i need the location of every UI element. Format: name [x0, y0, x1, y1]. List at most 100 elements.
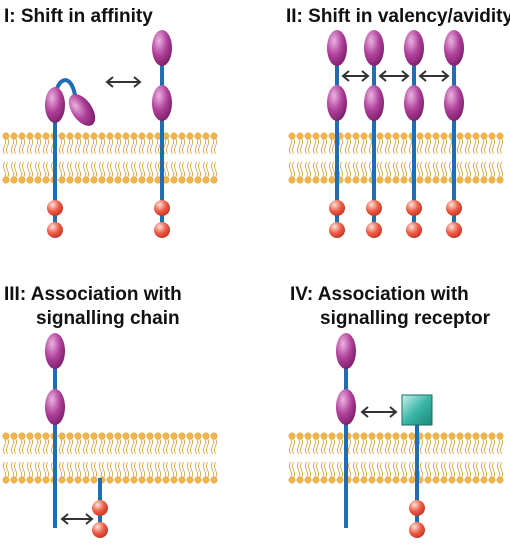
- panel-i: [45, 30, 172, 238]
- signal-bead: [154, 222, 170, 238]
- lipid-head: [312, 476, 320, 484]
- lipid-head: [432, 176, 440, 184]
- lipid-head: [464, 176, 472, 184]
- lipid-head: [296, 132, 304, 140]
- signal-bead: [92, 500, 108, 516]
- lipid-head: [456, 476, 464, 484]
- lipid-head: [456, 132, 464, 140]
- domain-ellipse: [444, 30, 464, 66]
- lipid-head: [178, 132, 186, 140]
- lipid-head: [424, 476, 432, 484]
- lipid-head: [464, 432, 472, 440]
- lipid-head: [18, 132, 26, 140]
- lipid-head: [312, 176, 320, 184]
- signal-bead: [47, 222, 63, 238]
- lipid-head: [336, 476, 344, 484]
- lipid-head: [352, 432, 360, 440]
- lipid-head: [352, 132, 360, 140]
- lipid-head: [10, 176, 18, 184]
- integrin-ii-1: [327, 30, 347, 238]
- lipid-head: [146, 432, 154, 440]
- lipid-head: [66, 176, 74, 184]
- lipid-head: [74, 132, 82, 140]
- lipid-head: [58, 176, 66, 184]
- lipid-head: [360, 476, 368, 484]
- lipid-head: [328, 176, 336, 184]
- panel-iii: [45, 333, 108, 538]
- lipid-head: [408, 476, 416, 484]
- lipid-head: [186, 432, 194, 440]
- lipid-head: [170, 132, 178, 140]
- lipid-head: [26, 176, 34, 184]
- double-arrow: [418, 70, 450, 82]
- lipid-head: [34, 432, 42, 440]
- double-arrow: [341, 70, 370, 82]
- signal-bead: [409, 500, 425, 516]
- lipid-head: [472, 476, 480, 484]
- domain-ellipse: [336, 333, 356, 369]
- domain-ellipse: [45, 87, 65, 123]
- integrin-ii-2: [364, 30, 384, 238]
- lipid-head: [384, 432, 392, 440]
- lipid-head: [448, 476, 456, 484]
- lipid-head: [146, 176, 154, 184]
- lipid-head: [328, 132, 336, 140]
- lipid-head: [130, 476, 138, 484]
- lipid-head: [210, 132, 218, 140]
- domain-ellipse: [336, 389, 356, 425]
- domain-ellipse: [327, 85, 347, 121]
- lipid-head: [360, 432, 368, 440]
- lipid-head: [288, 176, 296, 184]
- lipid-head: [90, 432, 98, 440]
- lipid-head: [178, 176, 186, 184]
- integrin-iii: [45, 333, 65, 528]
- lipid-head: [360, 176, 368, 184]
- lipid-head: [194, 432, 202, 440]
- lipid-head: [162, 476, 170, 484]
- domain-ellipse: [45, 389, 65, 425]
- lipid-head: [98, 432, 106, 440]
- lipid-head: [320, 132, 328, 140]
- lipid-head: [154, 432, 162, 440]
- panel-iv: [336, 333, 433, 538]
- lipid-head: [186, 132, 194, 140]
- lipid-head: [202, 132, 210, 140]
- domain-ellipse: [404, 30, 424, 66]
- lipid-head: [2, 132, 10, 140]
- lipid-tails: [3, 137, 217, 179]
- signal-bead: [406, 222, 422, 238]
- lipid-head: [392, 176, 400, 184]
- lipid-head: [424, 132, 432, 140]
- lipid-head: [312, 432, 320, 440]
- domain-ellipse: [444, 85, 464, 121]
- lipid-head: [130, 132, 138, 140]
- domain-ellipse: [68, 94, 96, 126]
- lipid-head: [82, 176, 90, 184]
- bent-integrin: [45, 78, 96, 238]
- lipid-head: [360, 132, 368, 140]
- lipid-tails: [289, 137, 503, 179]
- lipid-head: [320, 176, 328, 184]
- lipid-head: [114, 132, 122, 140]
- lipid-head: [352, 476, 360, 484]
- panel-title-iv-line2: signalling receptor: [320, 308, 491, 329]
- lipid-head: [26, 132, 34, 140]
- lipid-head: [122, 432, 130, 440]
- lipid-head: [288, 476, 296, 484]
- lipid-head: [432, 132, 440, 140]
- integrin-ii-3: [404, 30, 424, 238]
- lipid-head: [154, 476, 162, 484]
- lipid-head: [432, 432, 440, 440]
- lipid-head: [138, 176, 146, 184]
- lipid-head: [138, 132, 146, 140]
- lipid-head: [456, 432, 464, 440]
- panel-title-iii-line1: III: Association with: [4, 284, 182, 305]
- lipid-head: [58, 476, 66, 484]
- lipid-head: [472, 176, 480, 184]
- lipid-head: [328, 432, 336, 440]
- lipid-head: [98, 176, 106, 184]
- double-arrow: [60, 513, 94, 525]
- lipid-head: [320, 476, 328, 484]
- double-arrow: [360, 406, 398, 418]
